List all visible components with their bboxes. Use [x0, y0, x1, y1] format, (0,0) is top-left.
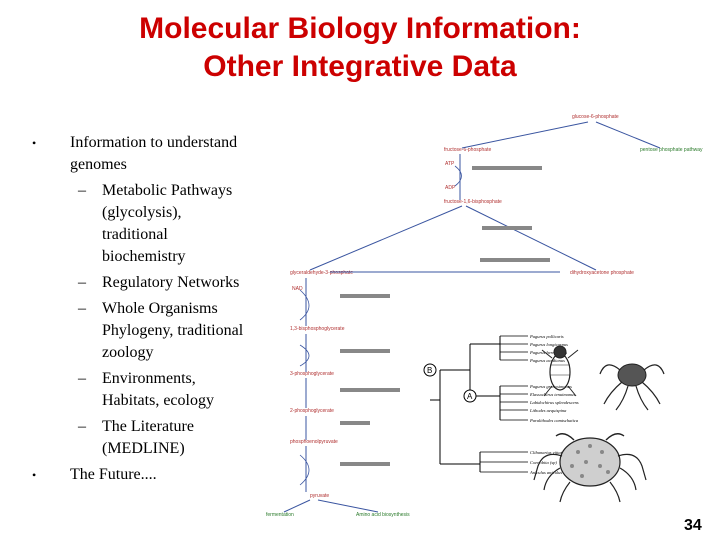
pathway-label: ATP	[445, 161, 455, 167]
sub-bullet-line: biochemistry	[102, 248, 186, 265]
sub-bullet-line: Whole Organisms	[102, 300, 218, 317]
pathway-label: ADP	[445, 185, 456, 191]
sub-bullet-line: Phylogeny, traditional	[102, 322, 244, 339]
glycolysis-pathway-diagram: glucose-6-phosphate pentose phosphate pa…	[266, 114, 703, 518]
taxon-label: Pagurus acadianus	[529, 358, 565, 363]
taxon-label: Elassochirus tenuimanus	[529, 392, 575, 397]
pathway-label: Amino acid biosynthesis	[356, 512, 410, 518]
taxon-label: Pagurus granosimanus	[529, 384, 572, 389]
taxa-labels: Pagurus pollicaris Pagurus longicarpus P…	[529, 334, 579, 475]
sub-bullet-item: – Regulatory Networks	[32, 272, 282, 294]
taxon-label: Labidochirus splendescens	[529, 400, 579, 405]
pathway-label: phosphoenolpyruvate	[290, 439, 338, 445]
spider-crab-drawing	[533, 433, 647, 503]
pathway-label: fructose-1,6-bisphosphate	[444, 199, 502, 205]
bullet-item: • Information to understand genomes	[32, 132, 282, 176]
bullet-text-line: The Future....	[70, 466, 157, 483]
sub-bullet-item: – Environments, Habitats, ecology	[32, 368, 282, 412]
phylogenetic-tree: B A Pagurus pollicaris Pagurus longicarp…	[420, 330, 660, 480]
enzyme-notes	[340, 166, 550, 466]
sub-bullet-dash: –	[78, 182, 86, 199]
sub-bullet-dash: –	[78, 370, 86, 387]
pathway-label: pentose phosphate pathway	[640, 147, 703, 153]
sub-bullet-line: Metabolic Pathways	[102, 182, 233, 199]
cofactor-arcs	[299, 165, 462, 486]
tree-branches	[430, 336, 501, 472]
bullet-dot: •	[32, 136, 37, 150]
node-b-label: B	[427, 366, 432, 375]
taxon-label: Pagurus pollicaris	[529, 334, 564, 339]
sub-bullet-line: The Literature	[102, 418, 194, 435]
taxon-label: Pagurus bernhardus	[529, 350, 567, 355]
sub-bullet-line: traditional	[102, 226, 168, 243]
taxon-label: Paralithodes camtschatica	[529, 418, 579, 423]
king-crab-drawing	[599, 363, 665, 411]
pathway-label: glyceraldehyde-3-phosphate	[290, 270, 353, 276]
bullet-item: • The Future....	[32, 464, 282, 486]
sub-bullet-line: (glycolysis),	[102, 204, 182, 221]
sub-bullet-line: zoology	[102, 344, 154, 361]
page-number: 34	[684, 517, 702, 534]
pathway-arrows	[283, 121, 661, 513]
bullet-text-line: Information to understand	[70, 134, 238, 151]
node-a-marker	[463, 389, 477, 403]
sub-bullet-line: Regulatory Networks	[102, 274, 240, 291]
hermit-crab-drawing	[541, 345, 579, 397]
taxon-label: Pagurus longicarpus	[529, 342, 568, 347]
pathway-label: fructose-6-phosphate	[444, 147, 491, 153]
sub-bullet-dash: –	[78, 300, 86, 317]
taxon-label: Lithodes aequispina	[529, 408, 567, 413]
sub-bullet-item: – Whole Organisms Phylogeny, traditional…	[32, 298, 282, 364]
bullet-list: • Information to understand genomes – Me…	[32, 132, 282, 486]
taxon-label: Aniculus aniculus	[529, 470, 562, 475]
title-line-2: Other Integrative Data	[203, 50, 517, 83]
node-a-label: A	[467, 392, 473, 401]
taxon-label: Coenobita (sp)	[530, 460, 557, 465]
sub-bullet-item: – The Literature (MEDLINE)	[32, 416, 282, 460]
sub-bullet-dash: –	[78, 274, 86, 291]
taxon-label: Clibanarius vittatus	[530, 450, 566, 455]
node-b-marker	[423, 363, 437, 377]
sub-bullet-dash: –	[78, 418, 86, 435]
pathway-label: glucose-6-phosphate	[572, 114, 619, 120]
sub-bullet-item: – Metabolic Pathways (glycolysis), tradi…	[32, 180, 282, 268]
bullet-dot: •	[32, 468, 37, 482]
sub-bullet-line: Habitats, ecology	[102, 392, 214, 409]
pathway-label: 1,3-bisphosphoglycerate	[290, 326, 345, 332]
sub-bullet-line: (MEDLINE)	[102, 440, 185, 457]
slide-title: Molecular Biology Information: Other Int…	[40, 10, 680, 86]
title-line-1: Molecular Biology Information:	[139, 12, 581, 45]
pathway-label: 3-phosphoglycerate	[290, 371, 334, 377]
bullet-text-line: genomes	[70, 156, 127, 173]
sub-bullet-line: Environments,	[102, 370, 196, 387]
pathway-label: NAD	[292, 286, 303, 292]
pathway-label: dihydroxyacetone phosphate	[570, 270, 634, 276]
pathway-label: 2-phosphoglycerate	[290, 408, 334, 414]
pathway-label: fermentation	[266, 512, 294, 518]
pathway-label: pyruvate	[310, 493, 329, 499]
tree-leaves	[480, 335, 528, 473]
